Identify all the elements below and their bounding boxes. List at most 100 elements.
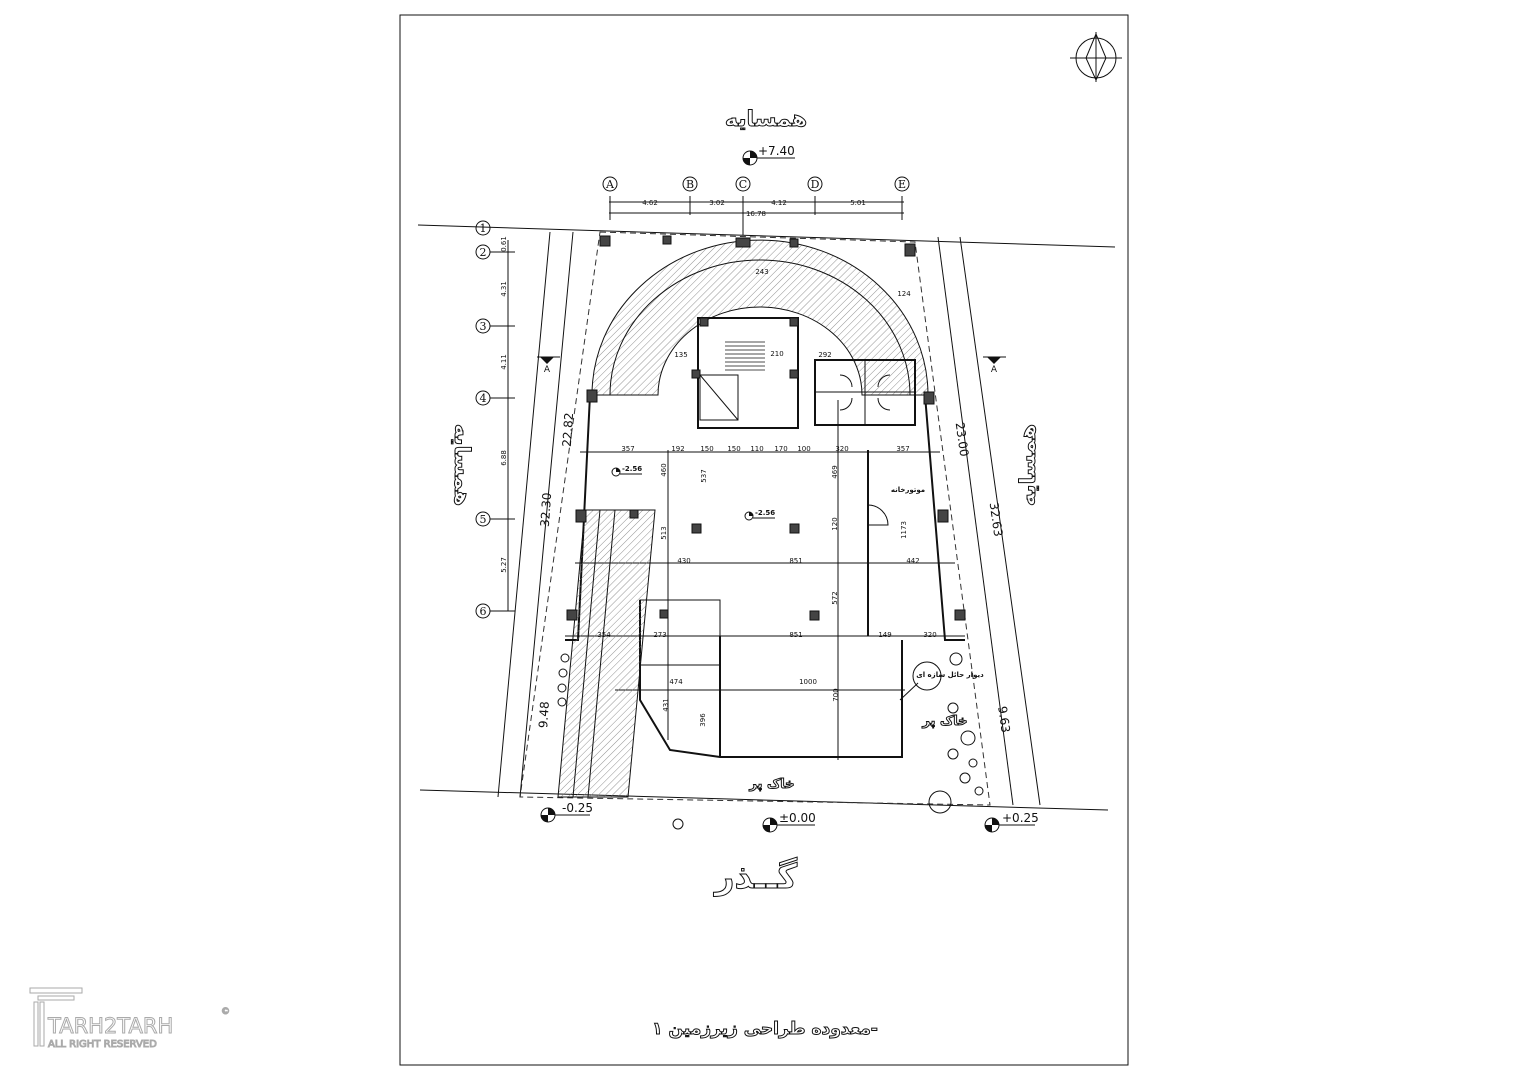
axis-spacing: 5.01 bbox=[850, 199, 866, 207]
axis-total: 16.78 bbox=[746, 210, 766, 218]
logo-tagline: ALL RIGHT RESERVED bbox=[48, 1039, 157, 1050]
axis-label: A bbox=[605, 178, 615, 191]
section-mark-left: A bbox=[537, 356, 560, 375]
level-text: -2.56 bbox=[755, 509, 775, 517]
axis-spacing: 5.27 bbox=[500, 557, 508, 573]
dimension-text: 474 bbox=[669, 678, 683, 686]
dimension-text: 396 bbox=[699, 713, 707, 727]
dimension-text: 120 bbox=[831, 517, 839, 530]
logo-brand: TARH2TARH bbox=[47, 1014, 173, 1038]
neighbor-label-left: همسایه bbox=[449, 424, 474, 506]
curved-ramp bbox=[591, 239, 929, 396]
dimension-text: 431 bbox=[662, 698, 670, 711]
dimension-text: 149 bbox=[878, 631, 891, 639]
dimension-text: 357 bbox=[896, 445, 909, 453]
neighbor-label-right: همسایه bbox=[1016, 424, 1041, 506]
level-text: +7.40 bbox=[758, 144, 795, 158]
axis-spacing: 3.02 bbox=[709, 199, 725, 207]
level-text: -0.25 bbox=[562, 801, 593, 815]
dimension-text: 1000 bbox=[799, 678, 817, 686]
dimension-text: 1173 bbox=[900, 521, 908, 539]
dimension-text: 700 bbox=[832, 688, 840, 701]
axis-label: 3 bbox=[480, 320, 487, 333]
north-arrow-icon bbox=[1070, 32, 1122, 82]
sheet-frame bbox=[399, 14, 1129, 1066]
dimension-text: 100 bbox=[797, 445, 810, 453]
axis-spacing: 4.31 bbox=[500, 281, 508, 297]
level-text: -2.56 bbox=[622, 465, 642, 473]
level-mark-bottom-left: -0.25 bbox=[540, 801, 593, 823]
restrooms bbox=[814, 359, 916, 426]
level-mark-top: +7.40 bbox=[742, 144, 795, 166]
axis-label: 4 bbox=[480, 392, 487, 405]
level-mark-room-left: -2.56 bbox=[611, 465, 642, 477]
section-label: A bbox=[991, 365, 998, 375]
dimension-text: 124 bbox=[897, 290, 911, 298]
retaining-wall-callout: دیوار حائل سازه ای bbox=[899, 661, 984, 701]
elevator bbox=[699, 374, 739, 421]
dimension-text: 469 bbox=[831, 465, 839, 478]
level-mark-bottom-right: +0.25 bbox=[984, 811, 1039, 833]
dimension-text: 150 bbox=[700, 445, 713, 453]
retaining-wall-label: دیوار حائل سازه ای bbox=[916, 671, 984, 679]
copyright-icon: © bbox=[221, 1007, 230, 1017]
site-dim-left-lower: 9.48 bbox=[536, 701, 552, 729]
dimension-text: 110 bbox=[750, 445, 763, 453]
dimension-text: 292 bbox=[818, 351, 831, 359]
engine-room-label: موتورخانه bbox=[891, 486, 925, 494]
trees bbox=[557, 652, 984, 830]
section-label: A bbox=[544, 365, 551, 375]
site-dim-right-lower: 9.63 bbox=[995, 705, 1013, 733]
axis-spacing: 4.11 bbox=[500, 354, 508, 370]
dimension-text: 320 bbox=[835, 445, 848, 453]
axis-spacing: 6.88 bbox=[500, 450, 508, 466]
drawing-title: معدوده طراحی زیرزمین ۱- bbox=[652, 1019, 878, 1039]
axis-label: C bbox=[739, 178, 747, 191]
level-text: +0.25 bbox=[1002, 811, 1039, 825]
dimension-text: 320 bbox=[923, 631, 936, 639]
dimension-text: 135 bbox=[674, 351, 687, 359]
axis-label: D bbox=[811, 178, 820, 191]
axis-spacing: 4.62 bbox=[642, 199, 658, 207]
dimension-text: 150 bbox=[727, 445, 740, 453]
dimension-text: 851 bbox=[789, 631, 802, 639]
structural-columns bbox=[566, 235, 966, 621]
dimension-text: 354 bbox=[597, 631, 611, 639]
axis-spacing: 4.12 bbox=[771, 199, 787, 207]
fill-soil-label-right: خاک پر bbox=[921, 714, 967, 729]
dimension-text: 851 bbox=[789, 557, 802, 565]
dimension-text: 273 bbox=[653, 631, 666, 639]
grid-axes-letters: A B C D E 4.62 3.02 4.12 5.01 16.78 bbox=[602, 176, 910, 235]
level-text: ±0.00 bbox=[779, 811, 816, 825]
site-dim-right-outer: 32.63 bbox=[987, 501, 1006, 537]
dimension-text: 537 bbox=[700, 469, 708, 482]
axis-label: 6 bbox=[480, 605, 487, 618]
dimension-text: 357 bbox=[621, 445, 634, 453]
site-boundary bbox=[417, 224, 1116, 811]
axis-label: 1 bbox=[480, 222, 487, 235]
axis-spacing: 0.61 bbox=[500, 236, 508, 252]
level-mark-bottom-center: ±0.00 bbox=[762, 811, 816, 833]
axis-label: B bbox=[686, 178, 694, 191]
dimension-text: 192 bbox=[671, 445, 684, 453]
site-dim-left-inner: 22.82 bbox=[560, 412, 576, 447]
site-dim-left-outer: 32.30 bbox=[538, 492, 554, 527]
grid-axes-numbers: 1 2 3 4 5 6 0.61 4.31 4.11 6.88 5.27 bbox=[475, 220, 515, 619]
dimension-text: 460 bbox=[660, 463, 668, 476]
plan-dimensions: 357 192 150 150 110 170 100 320 357 460 … bbox=[597, 268, 936, 727]
ramp bbox=[557, 509, 656, 798]
street-label: گــذر bbox=[713, 857, 797, 897]
level-mark-room-center: -2.56 bbox=[744, 509, 775, 521]
neighbor-label-top: همسایه bbox=[725, 107, 807, 132]
dimension-text: 572 bbox=[831, 591, 839, 604]
fill-soil-label-bottom: خاک پر bbox=[748, 777, 794, 792]
dimension-text: 243 bbox=[755, 268, 768, 276]
dimension-text: 513 bbox=[660, 526, 668, 539]
dimension-text: 442 bbox=[906, 557, 919, 565]
axis-label: 5 bbox=[480, 513, 487, 526]
site-dim-right-inner: 23.00 bbox=[953, 421, 972, 457]
stair-core bbox=[697, 317, 799, 429]
dimension-text: 170 bbox=[774, 445, 787, 453]
tarh2tarh-logo: TARH2TARH ALL RIGHT RESERVED © bbox=[29, 987, 231, 1051]
